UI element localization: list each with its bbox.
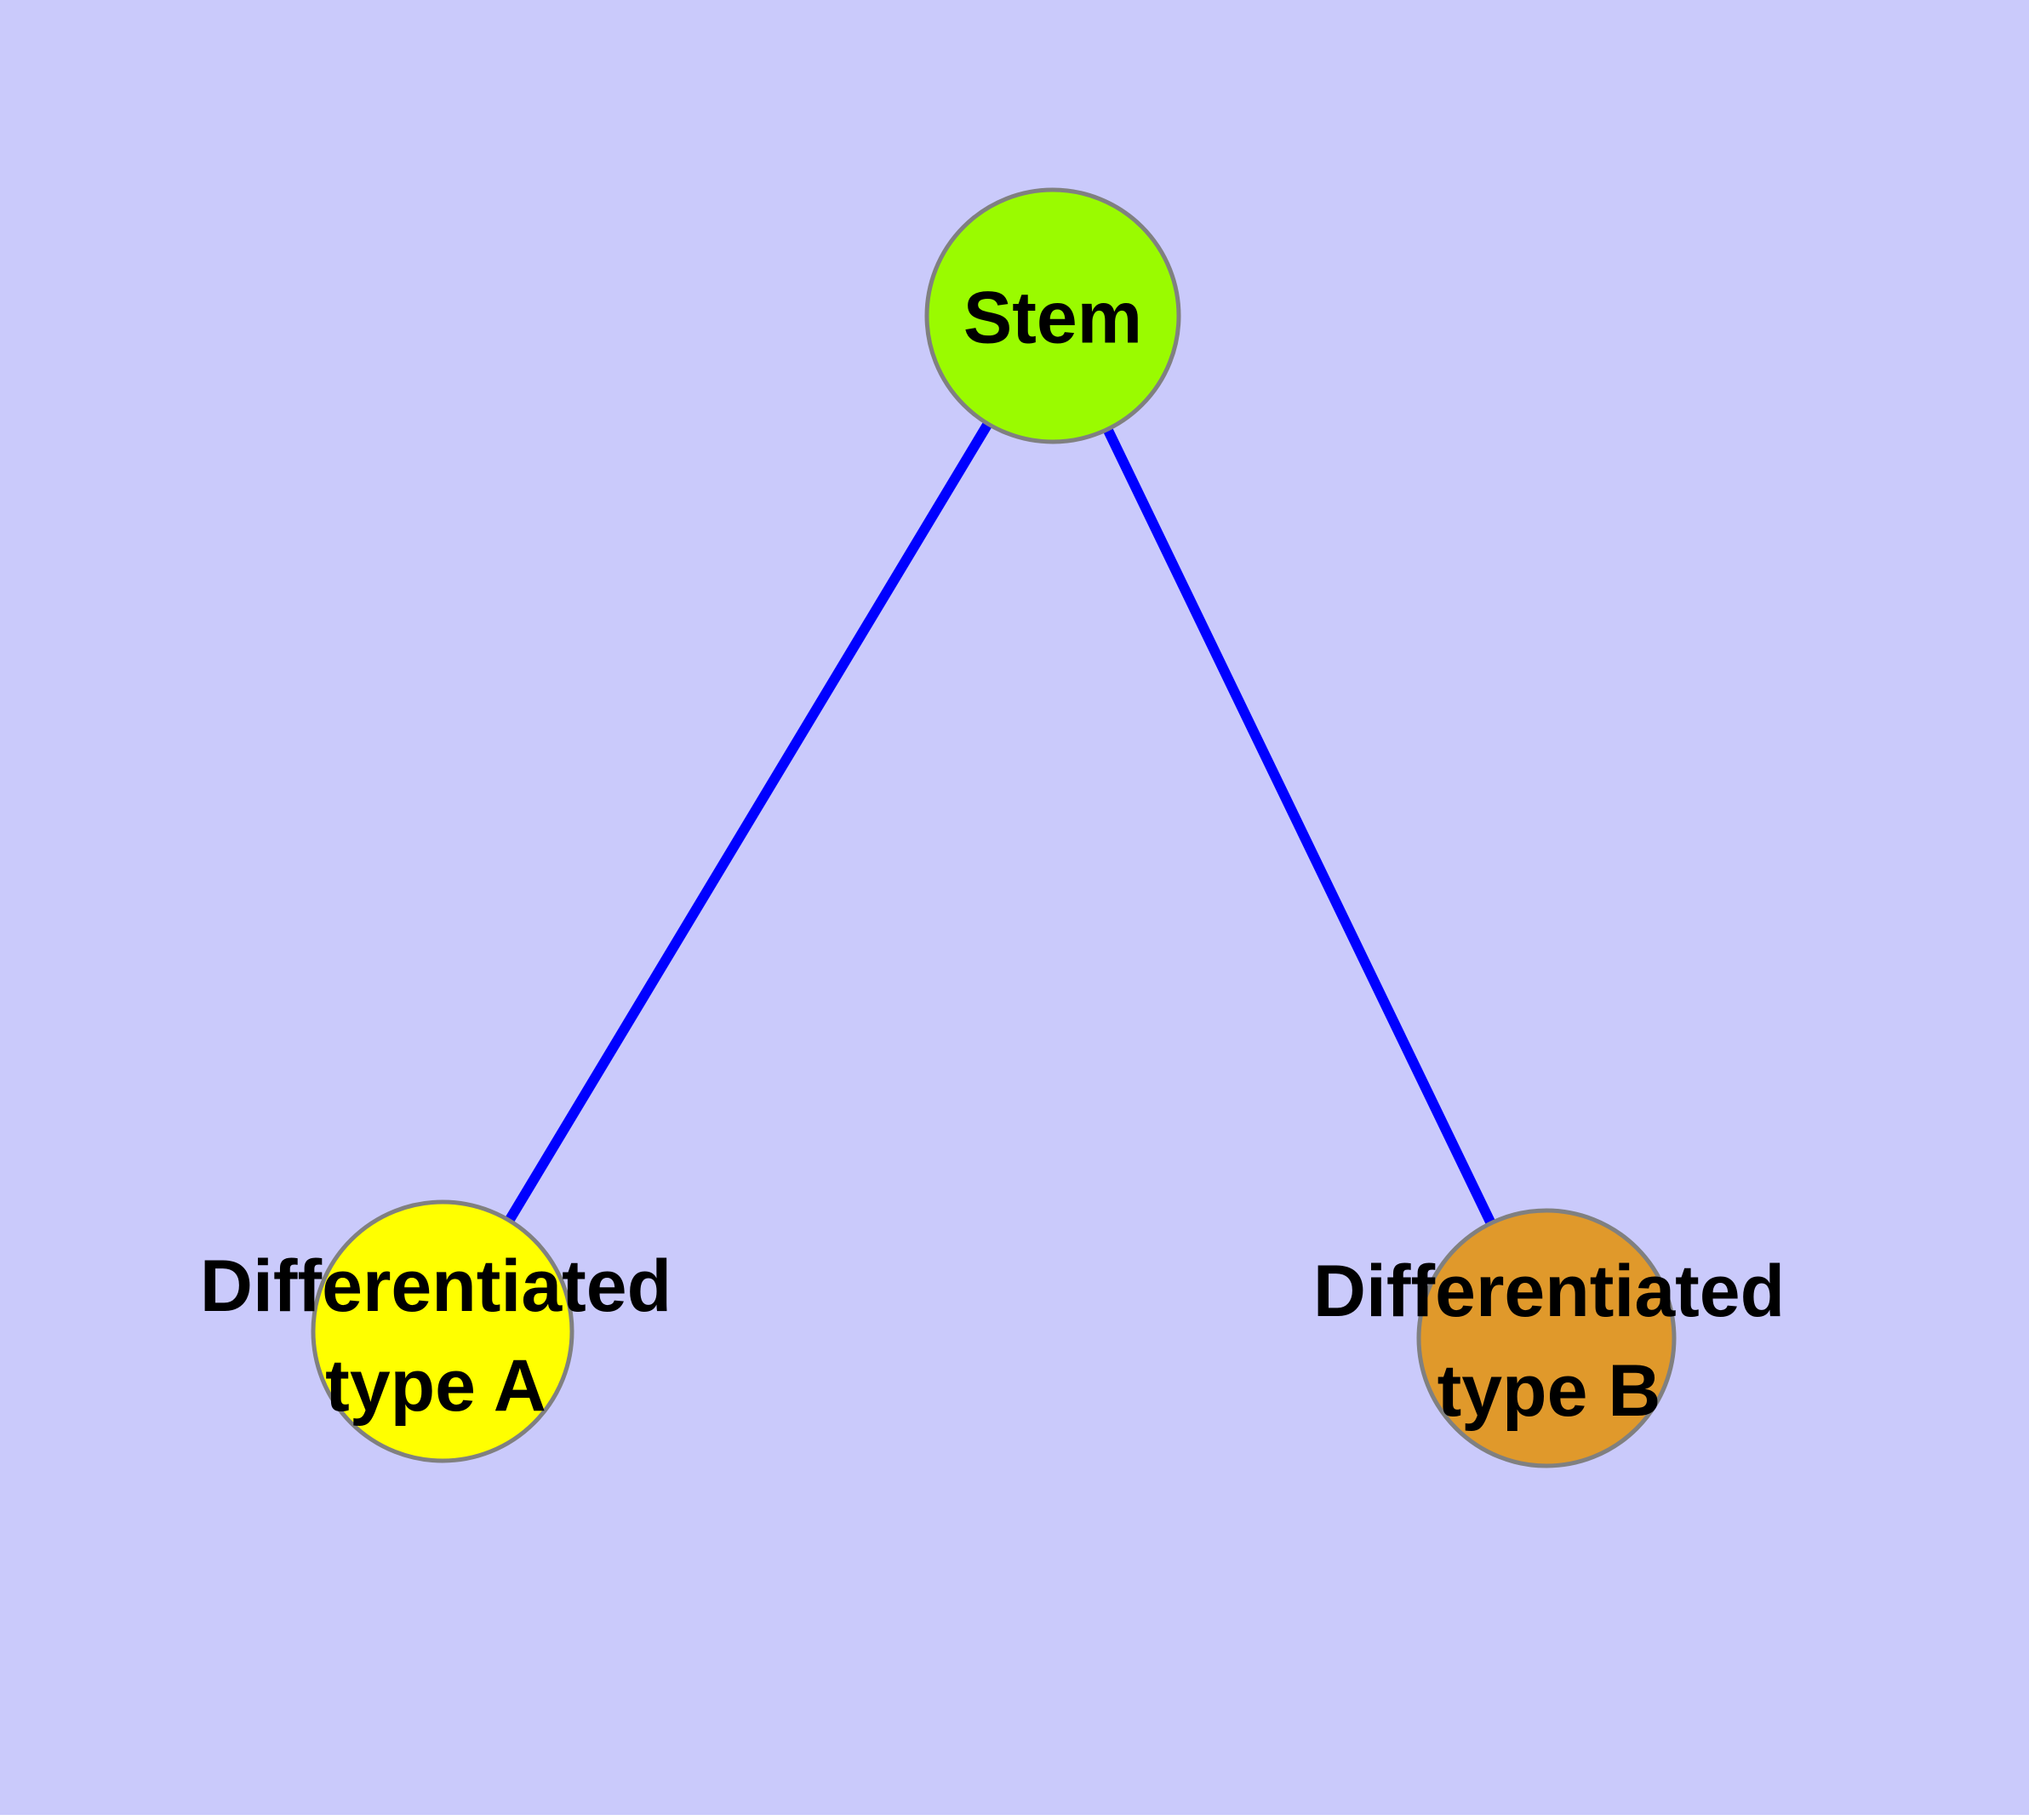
edge-stem-to-type-a (437, 312, 1058, 1335)
node-stem (924, 187, 1181, 444)
node-differentiated-type-a (311, 1199, 574, 1463)
edge-stem-to-type-b (1048, 313, 1552, 1341)
node-differentiated-type-b (1416, 1208, 1677, 1468)
